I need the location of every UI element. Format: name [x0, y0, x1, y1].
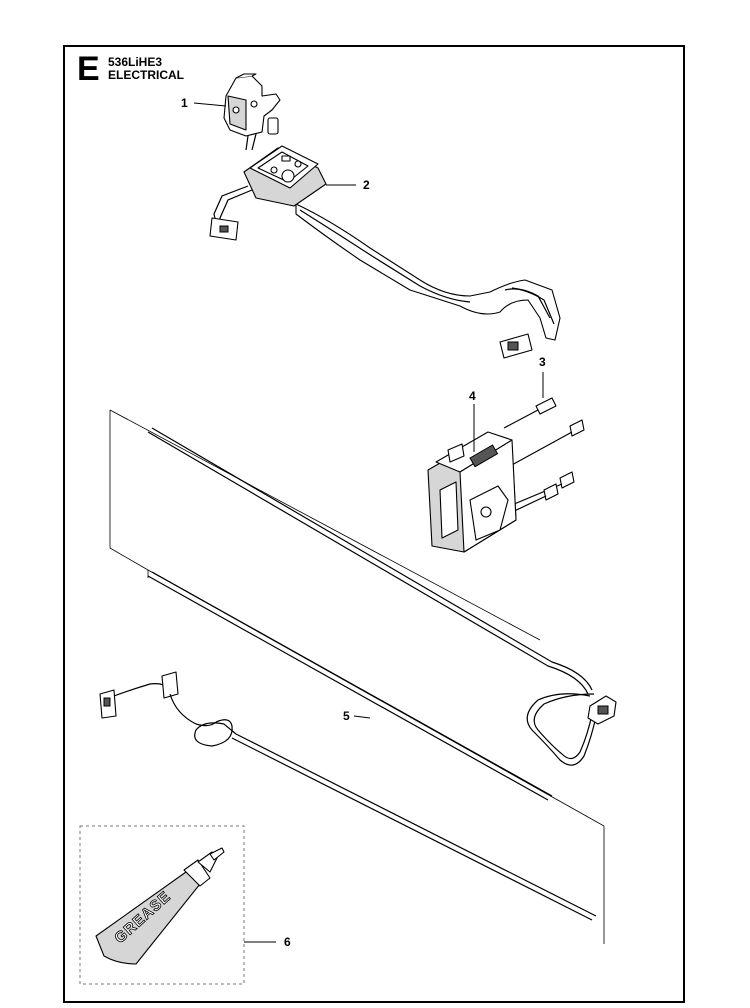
- callout-3: 3: [539, 355, 546, 369]
- diagram-frame: [63, 45, 685, 1003]
- part-6-grease: GREASE: [79, 825, 245, 985]
- part-4-module: [427, 431, 517, 553]
- part-1-switch: [223, 73, 281, 151]
- section-letter: E: [77, 50, 100, 88]
- callout-4: 4: [469, 389, 476, 403]
- callout-2: 2: [363, 178, 370, 192]
- callout-1: 1: [181, 96, 188, 110]
- leader-lines: [193, 102, 544, 943]
- callout-6: 6: [284, 935, 291, 949]
- group-title: ELECTRICAL: [108, 68, 184, 82]
- part-5-harness: [99, 409, 617, 944]
- callout-5: 5: [343, 709, 350, 723]
- model-title: 536LiHE3: [108, 55, 163, 69]
- part-3-screws: [499, 397, 585, 515]
- part-2-control-panel: [209, 145, 561, 359]
